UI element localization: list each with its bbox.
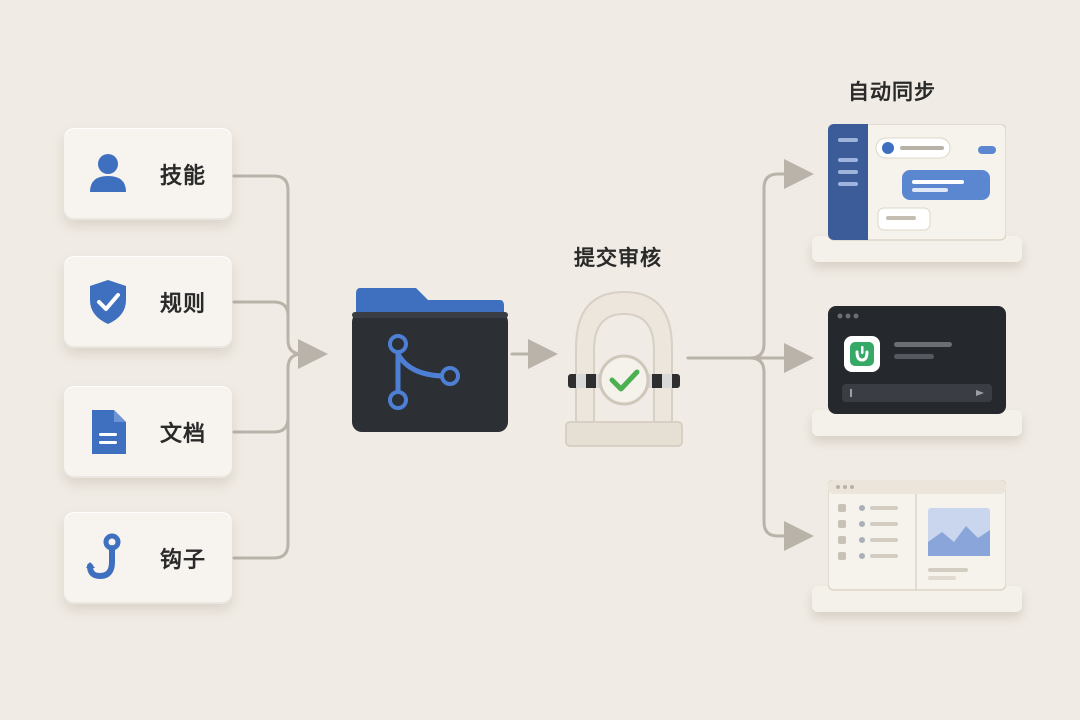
input-label-docs: 文档 <box>160 422 207 447</box>
sync-label: 自动同步 <box>848 80 936 104</box>
input-label-hooks: 钩子 <box>160 548 207 573</box>
review-label: 提交审核 <box>574 246 662 270</box>
repository-folder[interactable] <box>350 282 510 436</box>
input-card-rules[interactable]: 规则 <box>64 256 232 348</box>
input-label-skills: 技能 <box>160 164 207 189</box>
review-gate[interactable] <box>562 286 686 450</box>
user-icon <box>90 154 126 192</box>
shield-check-icon <box>90 280 126 324</box>
document-icon <box>92 410 126 454</box>
device-base-terminal <box>812 410 1022 436</box>
approval-check-icon <box>598 354 650 406</box>
hook-icon <box>86 533 121 580</box>
terminal-app-icon[interactable] <box>828 306 1006 416</box>
dashboard-app-icon[interactable] <box>828 480 1006 592</box>
input-label-rules: 规则 <box>160 292 207 317</box>
input-card-skills[interactable]: 技能 <box>64 128 232 220</box>
input-card-docs[interactable]: 文档 <box>64 386 232 478</box>
git-branch-icon <box>388 334 460 410</box>
chat-app-icon[interactable] <box>828 124 1006 242</box>
input-card-hooks[interactable]: 钩子 <box>64 512 232 604</box>
